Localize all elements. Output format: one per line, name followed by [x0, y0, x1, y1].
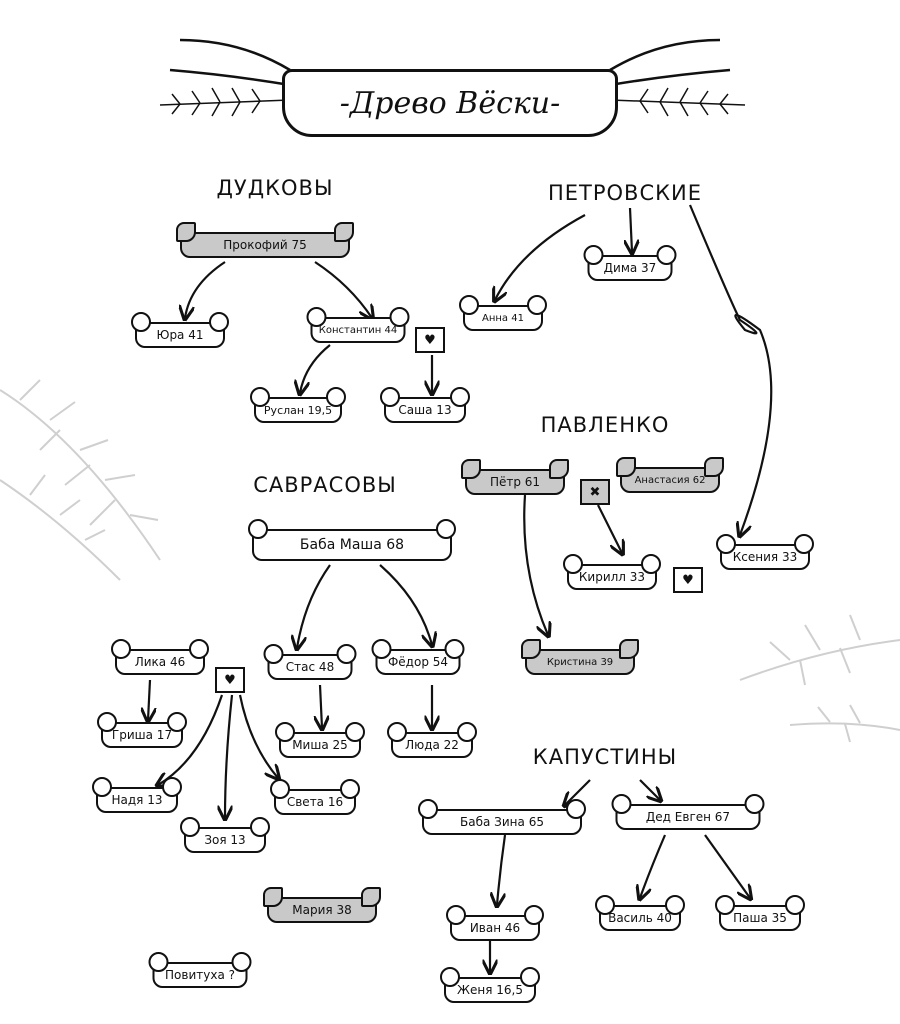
person-konstantin: Константин 44: [306, 307, 410, 343]
family-header-pavlenko: ПАВЛЕНКО: [540, 413, 670, 437]
person-dima: Дима 37: [583, 245, 677, 281]
relation-arrows: [148, 204, 773, 972]
person-anastasia: Анастасия 62: [616, 457, 724, 493]
person-stas: Стас 48: [263, 644, 357, 680]
family-header-savrasovy: САВРАСОВЫ: [253, 473, 397, 497]
person-sveta: Света 16: [270, 779, 360, 815]
person-nadya: Надя 13: [92, 777, 182, 813]
person-zoya: Зоя 13: [180, 817, 270, 853]
person-yura: Юра 41: [131, 312, 229, 348]
family-header-petrovskie: ПЕТРОВСКИЕ: [547, 181, 703, 205]
person-maria: Мария 38: [263, 887, 381, 923]
person-povitukha: Повитуха ?: [148, 952, 252, 988]
crossbones-icon: ✖: [580, 479, 610, 505]
leaf-branch-left-icon: [0, 379, 161, 581]
pine-branch-left-icon: [159, 38, 291, 117]
person-kristina: Кристина 39: [521, 639, 639, 675]
heart-icon: ♥: [215, 667, 245, 693]
pine-branch-right-icon: [609, 38, 746, 117]
leaf-branch-right-icon: [739, 614, 900, 743]
person-ksenia: Ксения 33: [716, 534, 814, 570]
person-sasha: Саша 13: [380, 387, 470, 423]
person-ivan: Иван 46: [446, 905, 544, 941]
person-anna: Анна 41: [459, 295, 547, 331]
family-header-kapustiny: КАПУСТИНЫ: [532, 745, 678, 769]
person-lika: Лика 46: [111, 639, 209, 675]
person-fedor: Фёдор 54: [371, 639, 465, 675]
person-baba-masha: Баба Маша 68: [248, 519, 456, 561]
person-misha: Миша 25: [275, 722, 365, 758]
person-pasha: Паша 35: [715, 895, 805, 931]
person-baba-zina: Баба Зина 65: [418, 799, 586, 835]
page-title: -Древо Вёски-: [282, 69, 618, 137]
person-petr: Пётр 61: [461, 459, 569, 495]
person-lyuda: Люда 22: [387, 722, 477, 758]
person-ded-evgen: Дед Евген 67: [611, 794, 765, 830]
heart-icon: ♥: [415, 327, 445, 353]
person-vasil: Василь 40: [595, 895, 685, 931]
heart-icon: ♥: [673, 567, 703, 593]
person-grisha: Гриша 17: [97, 712, 187, 748]
person-ruslan: Руслан 19,5: [250, 387, 346, 423]
family-header-dudkovy: ДУДКОВЫ: [216, 176, 334, 200]
person-prokofiy: Прокофий 75: [176, 222, 354, 258]
person-kirill: Кирилл 33: [563, 554, 661, 590]
person-zhenya: Женя 16,5: [440, 967, 540, 1003]
